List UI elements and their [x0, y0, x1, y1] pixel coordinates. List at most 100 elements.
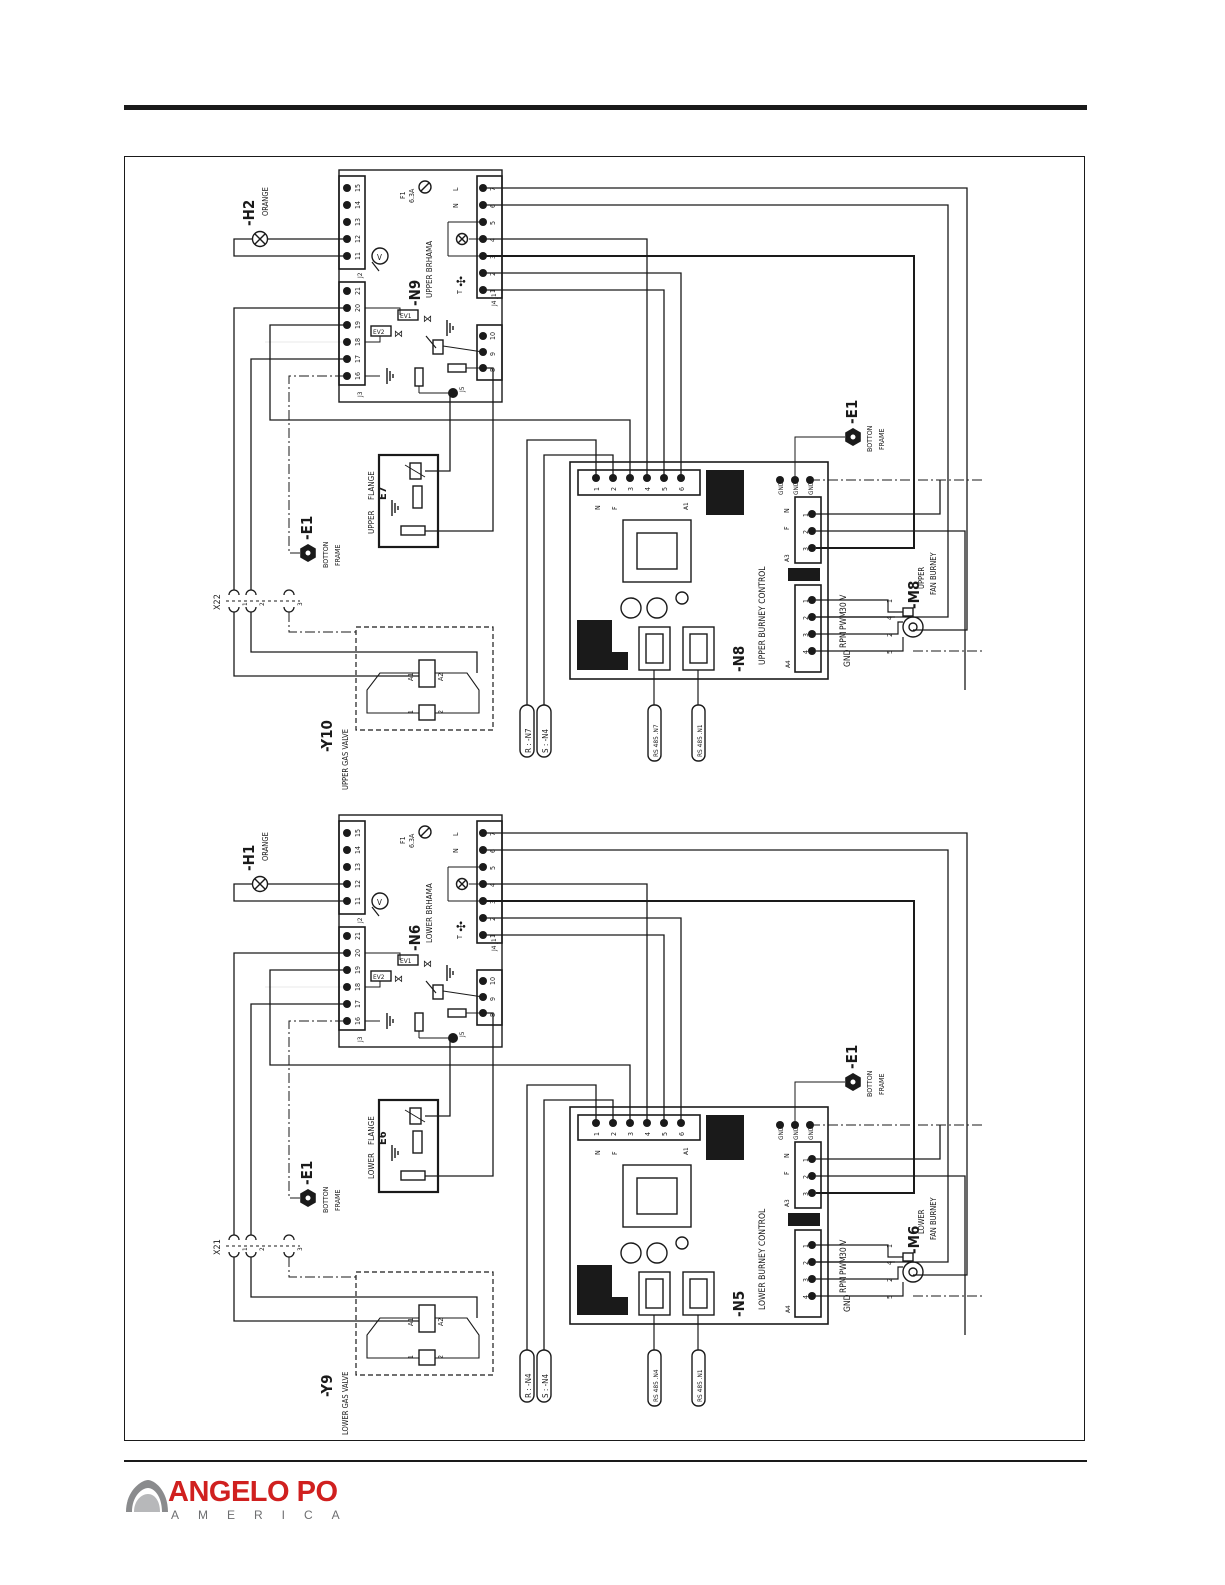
connector-block: [788, 568, 820, 581]
valve-tag: -Y9: [318, 1374, 336, 1397]
label: L: [452, 832, 460, 836]
electrode: [412, 485, 423, 509]
resistor: [400, 525, 426, 536]
connector-tag: X21: [213, 1239, 223, 1255]
wire: [483, 204, 949, 618]
wire: [250, 1003, 347, 1235]
ground-tag: -E1: [298, 1161, 316, 1185]
connector-pin: [245, 606, 257, 613]
label: 20: [354, 949, 362, 957]
label: F: [611, 1151, 619, 1155]
ground-wire: [288, 1257, 356, 1278]
ground-wire: [794, 436, 845, 480]
wire: [816, 1282, 904, 1297]
wire: [425, 393, 451, 472]
wire: [526, 1084, 597, 1350]
wire: [816, 637, 904, 652]
wire: [526, 439, 597, 705]
wire: [483, 934, 665, 1123]
connector-pin: [283, 589, 295, 596]
wire: [816, 480, 941, 515]
ground-wire: [288, 612, 356, 633]
label: 1: [886, 599, 894, 603]
wire: [233, 1257, 419, 1322]
terminal-a4: [808, 1292, 816, 1300]
wire: [365, 952, 401, 960]
connector-pin: [228, 1234, 240, 1241]
bus-s: S : -N4: [541, 1373, 550, 1398]
label: N: [594, 1150, 602, 1155]
terminal-a4: [808, 647, 816, 655]
rs485-tag-1: [647, 704, 662, 762]
label: A2: [437, 673, 445, 681]
label: 14: [354, 846, 362, 854]
label: A1: [407, 1318, 415, 1326]
fan-motor-icon: [902, 1261, 924, 1283]
control-tag: -N8: [730, 646, 748, 672]
label: 18: [354, 983, 362, 991]
valve-name: LOWER GAS VALVE: [341, 1372, 350, 1435]
fan-icon: ✣: [456, 275, 466, 290]
label: 1: [593, 1132, 601, 1136]
capacitor: [675, 1236, 689, 1250]
power-block: [577, 620, 628, 670]
label: 1: [886, 1244, 894, 1248]
label: 21: [354, 287, 362, 295]
ground-tag: -E1: [843, 1045, 861, 1069]
wire: [425, 367, 494, 532]
label: 12: [354, 880, 362, 888]
wire: [816, 621, 903, 635]
wire: [404, 1109, 426, 1123]
label: FRAME: [334, 1190, 342, 1211]
fan-motor-hub: [908, 1267, 918, 1277]
label: 17: [354, 355, 362, 363]
rs485-tag-2: [691, 704, 706, 762]
terminal-j5: [479, 332, 487, 340]
label: 11: [354, 252, 362, 260]
label: N: [783, 508, 791, 513]
label: 16: [354, 372, 362, 380]
wire: [483, 849, 949, 1263]
label: 2: [437, 710, 445, 714]
fan-motor-icon: [902, 616, 924, 638]
wire: [816, 599, 903, 613]
lamp-color: ORANGE: [261, 832, 270, 861]
label: V: [377, 898, 382, 907]
terminal-a4: [808, 1241, 816, 1249]
resistor: [447, 1008, 467, 1018]
label: N: [594, 505, 602, 510]
terminal-strip-j2: [338, 175, 366, 270]
wire: [420, 827, 430, 837]
flange-tag: E7: [376, 486, 389, 500]
connector-pin: [245, 1234, 257, 1241]
label: 6.3A: [408, 188, 416, 203]
label: 30 V: [839, 1239, 849, 1257]
ground-icon: [391, 500, 399, 516]
connector-pin: [283, 606, 295, 613]
label: F: [611, 506, 619, 510]
label: 1: [241, 602, 249, 606]
relay-block: [706, 470, 744, 515]
rs485-label-1: RS 485 .N4: [652, 1369, 660, 1402]
board-name: UPPER BRHAMA: [425, 241, 434, 298]
label: 5: [661, 1132, 669, 1136]
electrode: [412, 1130, 423, 1154]
label: EV1: [400, 957, 412, 965]
valve-tag: -Y10: [318, 720, 336, 752]
burner-control-board: [569, 461, 829, 680]
relay-block: [706, 1115, 744, 1160]
label: 3: [627, 1132, 635, 1136]
label: 19: [354, 321, 362, 329]
label: 10: [489, 332, 497, 340]
label: 1: [593, 487, 601, 491]
fuse-icon: [418, 180, 432, 194]
wire: [233, 612, 419, 677]
valve-icon: ⋈: [423, 959, 432, 970]
ground-nut-hole: [305, 1195, 311, 1201]
wire: [250, 612, 478, 673]
label: FRAME: [334, 545, 342, 566]
flange-name: FLANGE: [367, 1116, 376, 1145]
wire: [816, 1244, 903, 1258]
board-tag: -N9: [406, 280, 424, 306]
